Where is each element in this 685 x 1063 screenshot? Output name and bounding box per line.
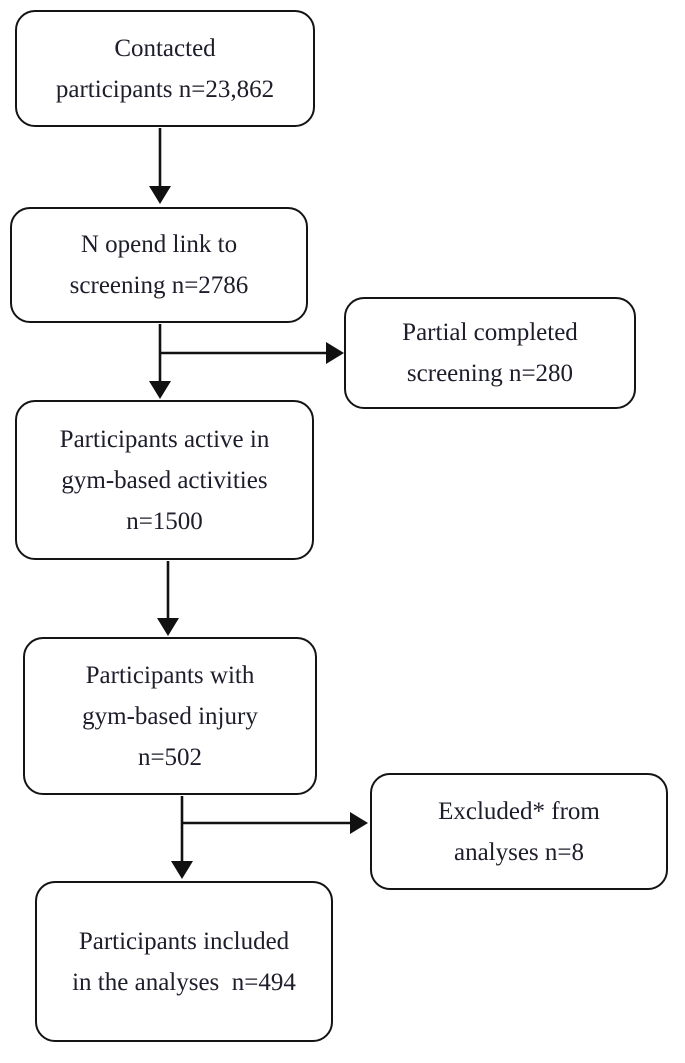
node-line: analyses n=8 — [453, 838, 585, 866]
node-line: in the analyses n=494 — [72, 968, 296, 996]
node-line: Participants active in — [59, 425, 270, 453]
node-opened-link-screening: N opend link to screening n=2786 — [10, 207, 308, 323]
node-line: screening n=280 — [406, 360, 574, 387]
node-line: gym-based activities — [61, 466, 268, 494]
node-participants-gym-injury: Participants with gym-based injury n=502 — [23, 637, 317, 795]
arrow-opened-link-to-partial-screening — [160, 342, 344, 364]
node-line: Contacted — [114, 34, 216, 62]
node-line: participants n=23,862 — [55, 75, 275, 103]
node-participants-active-gym: Participants active in gym-based activit… — [15, 400, 314, 560]
arrow-contacted-to-opened-link — [149, 128, 171, 204]
arrow-active-gym-to-gym-injury — [157, 561, 179, 636]
node-line: Partial completed — [402, 319, 578, 346]
node-partial-completed-screening: Partial completed screening n=280 — [344, 297, 636, 409]
node-line: Participants included — [78, 927, 290, 955]
node-line: N opend link to — [80, 231, 238, 258]
arrow-gym-injury-to-included — [171, 796, 193, 879]
node-line: Participants with — [85, 661, 255, 689]
node-line: Excluded* from — [438, 797, 600, 825]
node-line: screening n=2786 — [69, 272, 249, 299]
arrow-gym-injury-to-excluded — [182, 812, 368, 834]
node-excluded-from-analyses: Excluded* from analyses n=8 — [370, 773, 668, 890]
node-line: n=1500 — [126, 507, 203, 535]
node-contacted-participants: Contacted participants n=23,862 — [15, 10, 315, 127]
arrow-opened-link-to-active-gym — [149, 324, 171, 399]
node-line: n=502 — [137, 743, 203, 771]
node-line: gym-based injury — [82, 702, 258, 730]
node-participants-included: Participants included in the analyses n=… — [35, 881, 333, 1042]
